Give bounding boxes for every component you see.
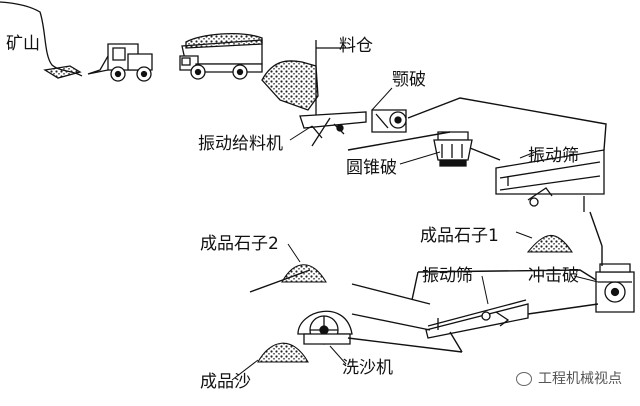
label-vibrating-screen-2: 振动筛 xyxy=(422,266,473,286)
label-sand-washer: 洗沙机 xyxy=(342,358,393,378)
silo-icon xyxy=(262,40,346,116)
label-leaders xyxy=(232,48,598,380)
label-product-stone-2: 成品石子2 xyxy=(200,234,279,254)
product-pile-1 xyxy=(528,235,572,252)
sand-washer-icon xyxy=(298,311,352,344)
watermark: 工程机械视点 xyxy=(516,372,622,386)
dump-truck-icon xyxy=(180,34,262,79)
vibrating-screen-2-icon xyxy=(426,300,528,338)
cone-crusher-icon xyxy=(434,132,472,166)
label-impact-crusher: 冲击破 xyxy=(528,266,579,286)
label-cone-crusher: 圆锥破 xyxy=(346,158,397,178)
jaw-crusher-icon xyxy=(372,110,406,132)
label-jaw-crusher: 颚破 xyxy=(392,70,426,90)
conveyor-lines xyxy=(250,98,606,352)
label-product-sand: 成品沙 xyxy=(200,372,251,392)
mine-cliff xyxy=(0,2,82,78)
wheel-loader-icon xyxy=(88,44,152,81)
wechat-icon xyxy=(516,372,532,386)
label-product-stone-1: 成品石子1 xyxy=(420,226,499,246)
watermark-text: 工程机械视点 xyxy=(538,371,622,387)
label-silo: 料仓 xyxy=(339,36,373,56)
label-vibrating-screen-1: 振动筛 xyxy=(528,146,579,166)
product-sand-pile xyxy=(258,343,308,362)
vibrating-feeder-icon xyxy=(300,112,366,146)
label-vibrating-feeder: 振动给料机 xyxy=(198,134,283,154)
product-pile-2 xyxy=(282,265,326,282)
vibrating-screen-1-icon xyxy=(496,150,604,212)
label-mine: 矿山 xyxy=(6,34,40,54)
impact-crusher-icon xyxy=(596,264,634,312)
